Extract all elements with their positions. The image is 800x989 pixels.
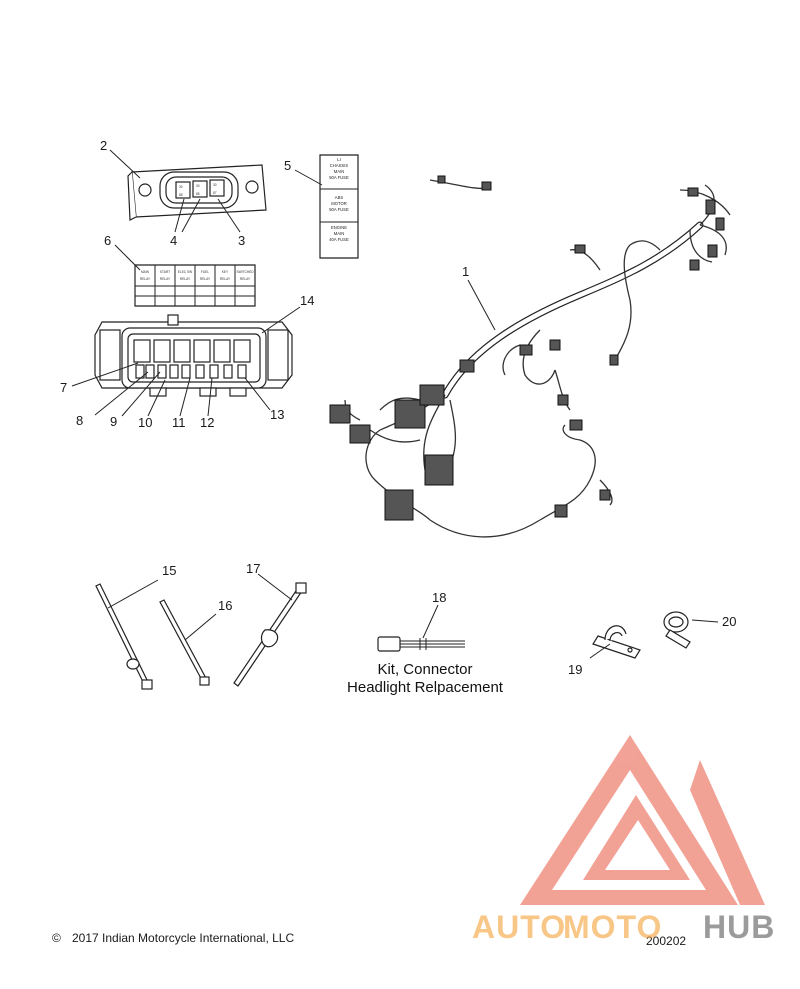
relay-r5: KEY [222, 270, 229, 274]
relay-s3: RELAY [180, 277, 191, 281]
fuse-label-line8: ENGINE [331, 225, 347, 230]
callout-12: 12 [200, 415, 214, 430]
callout-8: 8 [76, 413, 83, 428]
brand-watermark: AUTO MOTO HUB [472, 909, 775, 945]
kit-title-line1: Kit, Connector [377, 661, 472, 678]
fuse-cell-b: 30 [196, 184, 200, 188]
fuse-cell-a: 30 [179, 185, 183, 189]
relay-r6: SWITCHED [237, 270, 255, 274]
callout-2: 2 [100, 138, 107, 153]
relay-s4: RELAY [200, 277, 211, 281]
callout-14: 14 [300, 293, 314, 308]
fuse-label-line7: 50A FUSE [329, 207, 349, 212]
callout-numbers: 2 4 3 5 6 1 14 7 8 9 10 11 12 13 15 16 1… [60, 138, 736, 677]
callout-9: 9 [110, 414, 117, 429]
callout-6: 6 [104, 233, 111, 248]
relay-r4: FUEL [201, 270, 209, 274]
fuse-label-line9: MAIN [334, 231, 344, 236]
watermark-logo-icon [520, 735, 765, 905]
fuse-cell-c: 30 [213, 183, 217, 187]
relay-label-part-6: MAIN START ELEC SW FUEL KEY SWITCHED REL… [134, 264, 256, 307]
relay-box-assembly [94, 314, 293, 397]
fuse-label-line4: 50A FUSE [329, 175, 349, 180]
brand-part3: HUB [703, 909, 775, 945]
fuse-label-line5: ABS [335, 195, 344, 200]
callout-3: 3 [238, 233, 245, 248]
callout-10: 10 [138, 415, 152, 430]
cable-tie-part-16 [159, 599, 210, 686]
headlight-connector-kit-part-18 [377, 636, 465, 652]
brand-part2: MOTO [563, 909, 662, 945]
fuse-label-line10: 40A FUSE [329, 237, 349, 242]
cable-tie-part-15 [95, 583, 153, 690]
callout-1: 1 [462, 264, 469, 279]
main-wiring-harness [329, 175, 731, 538]
fuse-cell-f: 87 [213, 191, 217, 195]
relay-s1: RELAY [140, 277, 151, 281]
relay-s5: RELAY [220, 277, 231, 281]
fuse-cell-e: 85 [196, 192, 200, 196]
callout-16: 16 [218, 598, 232, 613]
brand-part1: AUTO [472, 909, 566, 945]
callout-19: 19 [568, 662, 582, 677]
callout-15: 15 [162, 563, 176, 578]
callout-5: 5 [284, 158, 291, 173]
callout-4: 4 [170, 233, 177, 248]
diagram-number: 200202 [646, 934, 686, 948]
copyright-text: 2017 Indian Motorcycle International, LL… [72, 931, 294, 945]
copyright-symbol: © [52, 931, 61, 945]
callout-18: 18 [432, 590, 446, 605]
fuse-label-part-5: LI CHASSIS MAIN 50A FUSE ABS MOTOR 50A F… [319, 154, 359, 259]
callout-13: 13 [270, 407, 284, 422]
fuse-label-line6: MOTOR [331, 201, 347, 206]
clamp-part-20 [663, 611, 691, 649]
callout-11: 11 [172, 415, 186, 430]
fuse-label-line1: LI [337, 157, 341, 162]
relay-r1: MAIN [141, 270, 150, 274]
cable-tie-part-17 [233, 582, 307, 687]
fuse-label-line3: MAIN [334, 169, 344, 174]
callout-17: 17 [246, 561, 260, 576]
relay-s6: RELAY [240, 277, 251, 281]
relay-r2: START [160, 270, 170, 274]
callout-7: 7 [60, 380, 67, 395]
fuse-cell-d: 85 [179, 193, 183, 197]
fuse-block-part-2: 30 30 30 85 85 87 [127, 164, 267, 221]
fuse-label-line2: CHASSIS [330, 163, 349, 168]
relay-r3: ELEC SW [178, 270, 192, 274]
kit-title-line2: Headlight Relpacement [347, 679, 504, 696]
relay-s2: RELAY [160, 277, 171, 281]
callout-20: 20 [722, 614, 736, 629]
clamp-part-19 [592, 625, 641, 659]
